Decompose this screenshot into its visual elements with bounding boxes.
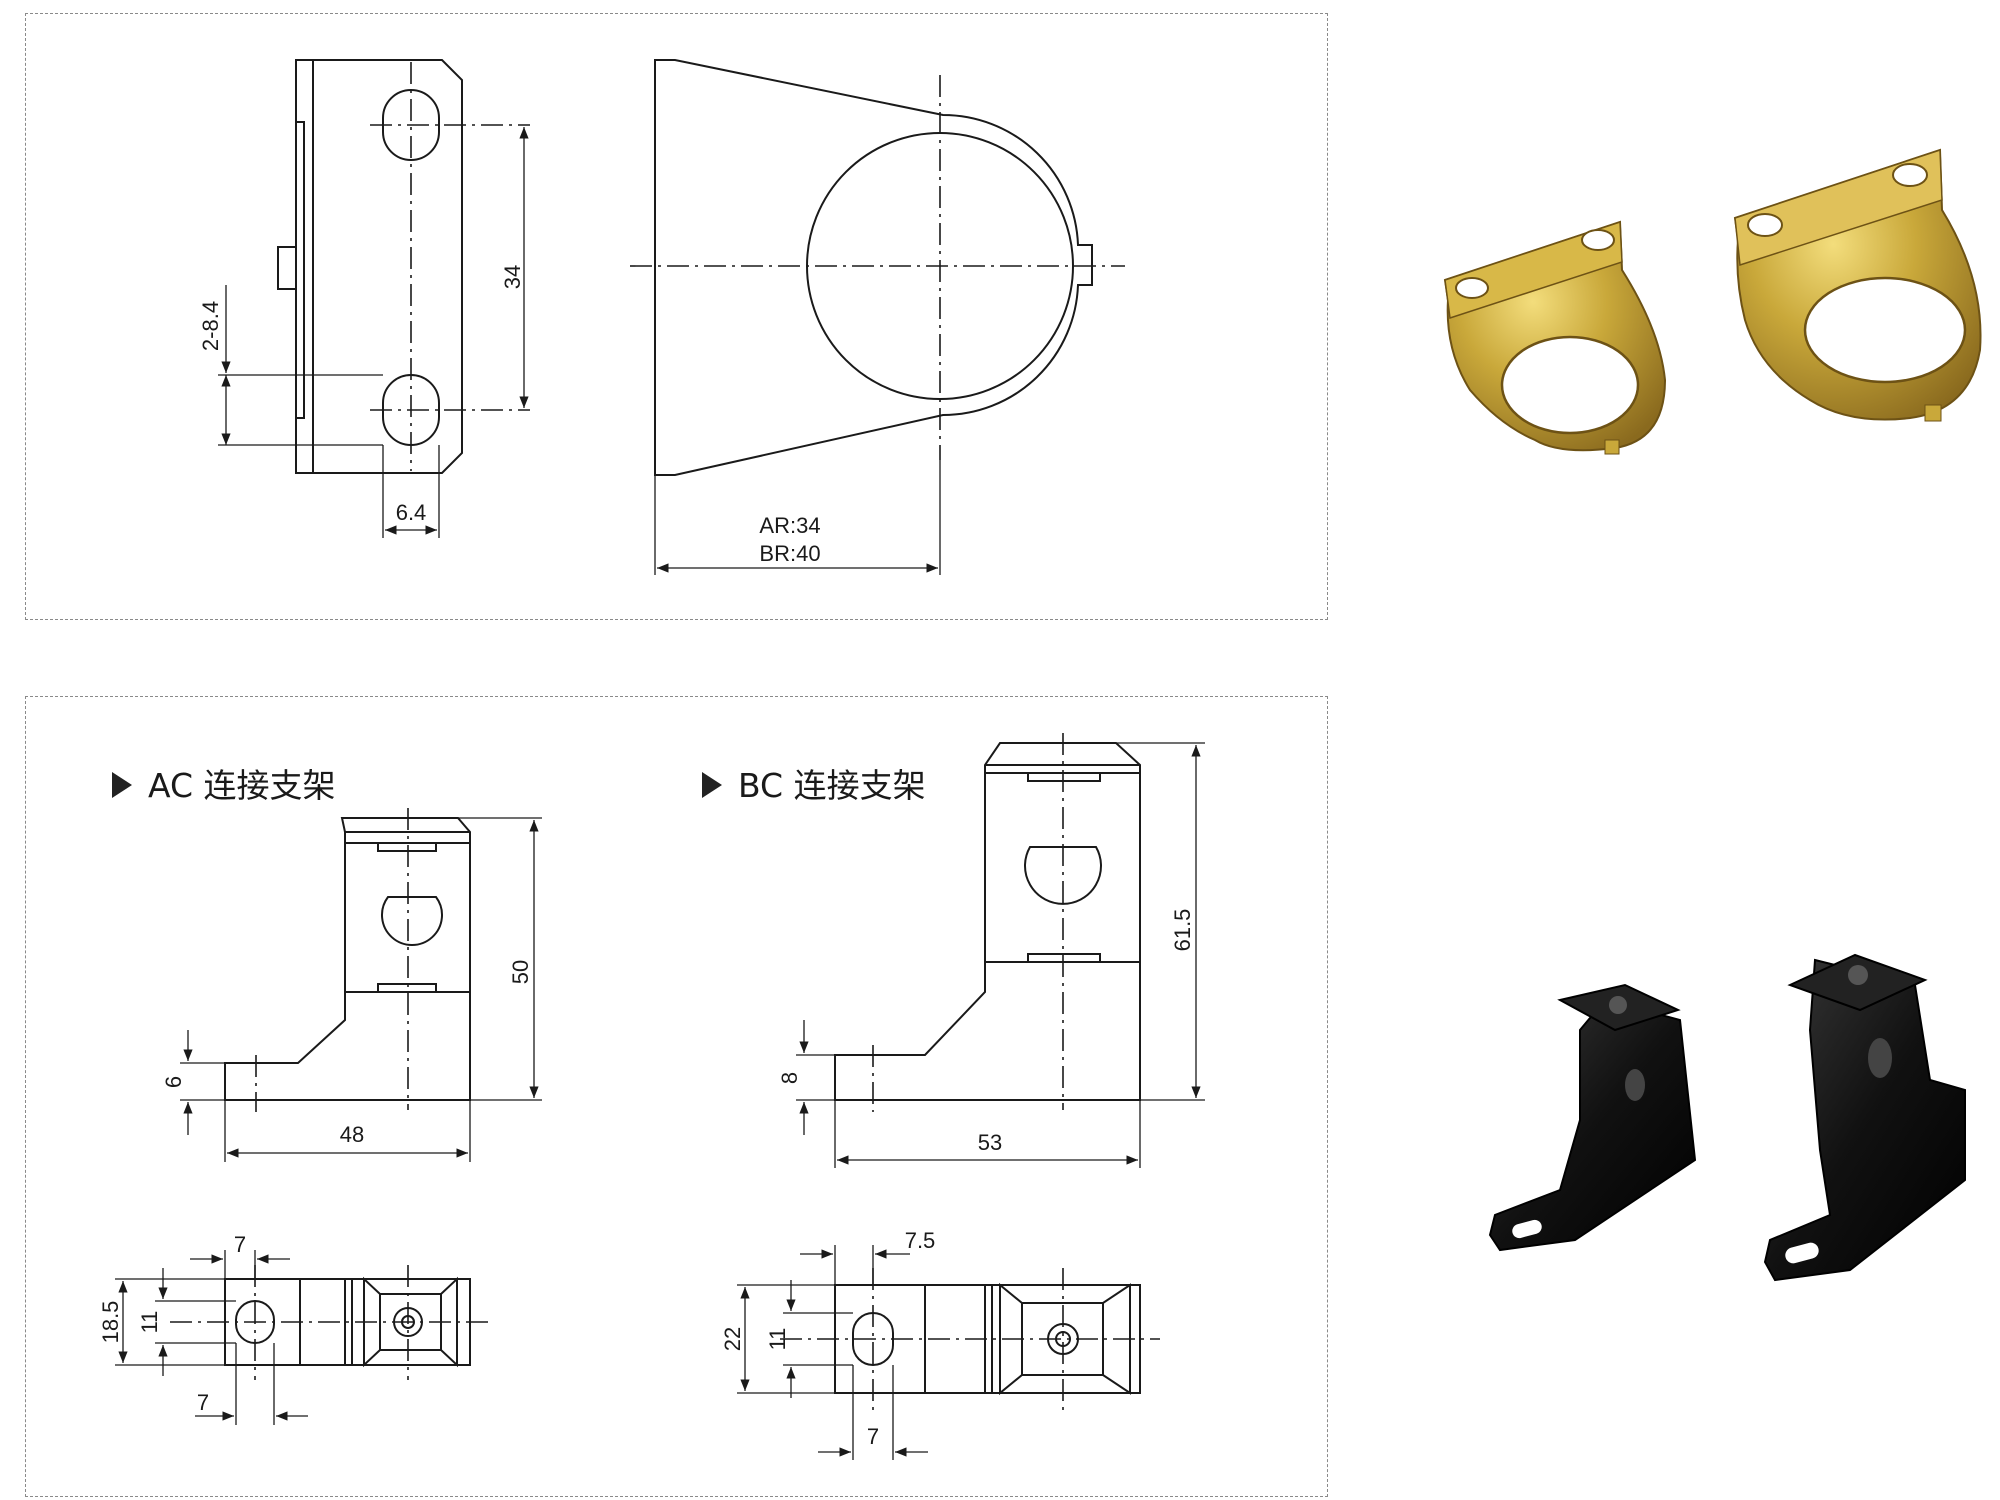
bc-bracket-title: BC 连接支架 <box>738 766 926 805</box>
dim-slot-width: 6.4 <box>396 500 427 525</box>
ac-dim-width: 18.5 <box>98 1301 123 1344</box>
ac-dim-height: 50 <box>508 960 533 984</box>
ac-bracket-title: AC 连接支架 <box>148 766 336 805</box>
bc-dim-base-thickness: 8 <box>777 1072 802 1084</box>
dim-ar: AR:34 <box>759 513 820 538</box>
ac-dim-base-thickness: 6 <box>161 1076 186 1088</box>
ac-dim-slot-bottom: 7 <box>197 1390 209 1415</box>
black-bracket-photo-small <box>1488 983 1697 1252</box>
bottom-drawing-panel <box>25 696 1328 1497</box>
bc-dim-length: 53 <box>978 1130 1002 1155</box>
bc-bracket-front-view <box>702 733 1205 1168</box>
bc-dim-slot-bottom: 7 <box>867 1424 879 1449</box>
ac-title-marker-icon <box>112 772 132 798</box>
top-drawing-panel <box>25 13 1328 620</box>
ac-bracket-front-view <box>112 772 542 1162</box>
black-bracket-photo-large <box>1763 953 1966 1282</box>
bc-dim-slot-length: 11 <box>765 1328 790 1351</box>
brass-bracket-photo-large <box>1733 148 1982 422</box>
ac-dim-length: 48 <box>340 1122 364 1147</box>
bracket-side-view <box>218 59 530 538</box>
ac-dim-slot-length: 11 <box>137 1311 162 1334</box>
dim-br: BR:40 <box>759 541 820 566</box>
bc-dim-height: 61.5 <box>1170 909 1195 952</box>
dim-slot-spacing: 34 <box>500 265 525 289</box>
bc-bracket-top-view <box>737 1245 1160 1460</box>
dim-slot-size: 2-8.4 <box>198 301 223 351</box>
bc-dim-slot-top: 7.5 <box>905 1228 936 1253</box>
brass-bracket-photo-small <box>1443 220 1667 455</box>
bracket-plan-view <box>630 59 1125 575</box>
bc-dim-width: 22 <box>720 1327 745 1351</box>
ac-dim-slot-top: 7 <box>234 1232 246 1257</box>
ac-bracket-top-view <box>115 1250 490 1425</box>
bc-title-marker-icon <box>702 772 722 798</box>
